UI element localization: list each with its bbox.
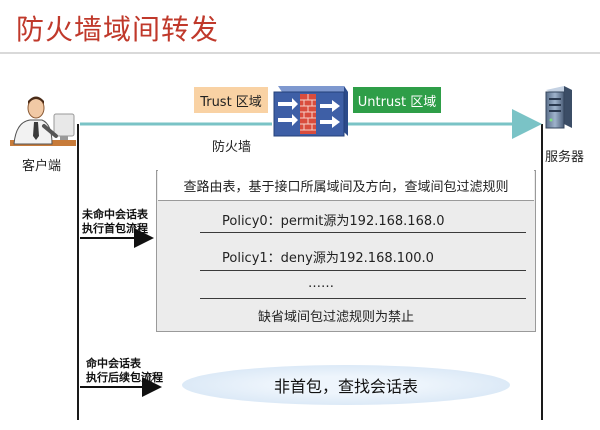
client-label: 客户端	[22, 159, 62, 174]
policy-row-divider	[200, 232, 526, 233]
first-packet-note: 未命中会话表 执行首包流程	[82, 208, 148, 236]
client-timeline	[77, 124, 79, 420]
policy-row-divider	[200, 270, 526, 271]
first-packet-note-line1: 未命中会话表	[82, 208, 148, 221]
policy-1-text: Policy1：deny源为192.168.100.0	[222, 251, 434, 266]
policy-row-divider	[200, 298, 526, 299]
first-packet-note-line2: 执行首包流程	[82, 222, 148, 235]
page-title: 防火墙域间转发	[16, 13, 220, 46]
session-lookup-ellipse: 非首包，查找会话表	[182, 365, 510, 405]
subsequent-packet-note-line2: 执行后续包流程	[86, 371, 163, 384]
policy-ellipsis: ……	[308, 276, 334, 291]
subsequent-packet-note: 命中会话表 执行后续包流程	[86, 357, 163, 385]
route-lookup-text: 查路由表，基于接口所属域间及方向，查域间包过滤规则	[158, 170, 534, 201]
server-icon	[545, 86, 572, 129]
trust-zone-label: Trust 区域	[194, 87, 268, 113]
server-label: 服务器	[545, 150, 585, 165]
default-rule-text: 缺省域间包过滤规则为禁止	[258, 310, 415, 325]
policy-0-text: Policy0：permit源为192.168.168.0	[222, 214, 445, 229]
firewall-icon	[273, 86, 348, 137]
firewall-label: 防火墙	[212, 140, 252, 155]
title-divider	[0, 52, 600, 54]
untrust-zone-label: Untrust 区域	[353, 87, 441, 113]
client-person-icon	[10, 96, 76, 146]
server-timeline	[541, 124, 543, 420]
subsequent-packet-note-line1: 命中会话表	[86, 357, 141, 370]
